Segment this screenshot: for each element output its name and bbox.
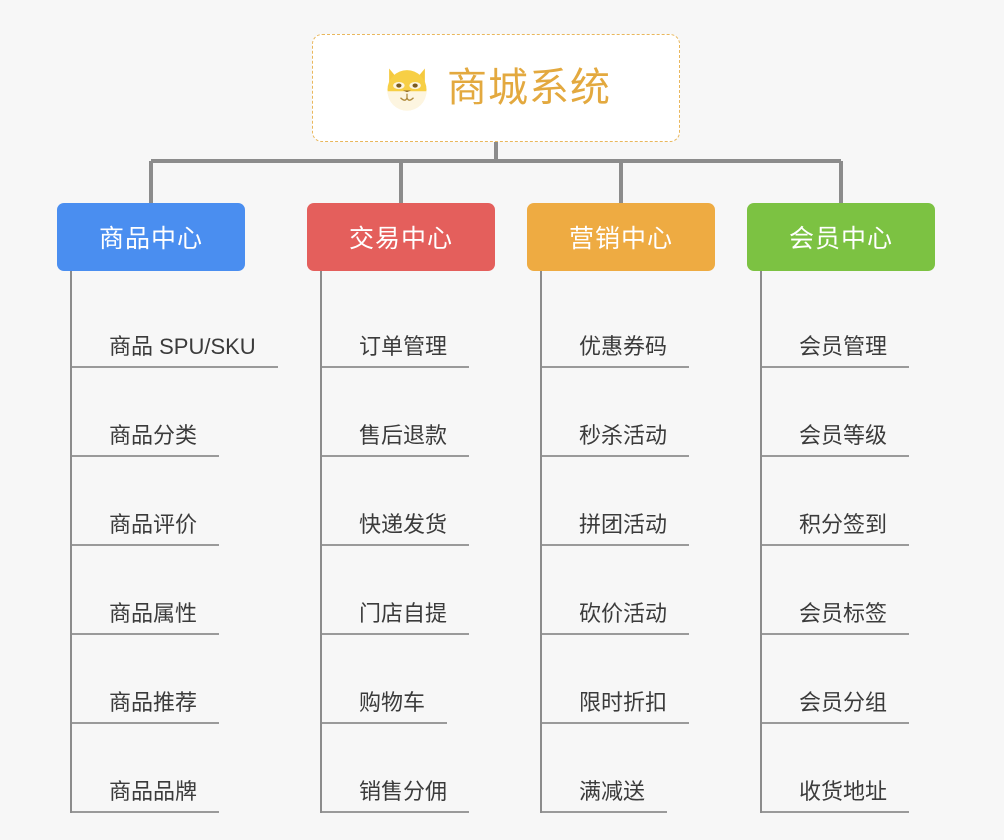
leaf-label: 会员分组 — [762, 689, 910, 724]
leaf-node[interactable]: 收货地址 — [762, 724, 977, 813]
leaf-label: 会员标签 — [762, 600, 910, 635]
leaf-label: 优惠券码 — [542, 333, 690, 368]
leaf-node[interactable]: 会员等级 — [762, 368, 977, 457]
category-header-3[interactable]: 营销中心 — [527, 203, 715, 271]
children-list-3: 优惠券码 秒杀活动 拼团活动 砍价活动 限时折扣 满减送 — [540, 271, 757, 813]
leaf-label: 秒杀活动 — [542, 422, 690, 457]
leaf-node[interactable]: 商品品牌 — [72, 724, 287, 813]
leaf-label: 拼团活动 — [542, 511, 690, 546]
category-header-2[interactable]: 交易中心 — [307, 203, 495, 271]
root-title: 商城系统 — [447, 66, 611, 110]
leaf-node[interactable]: 快递发货 — [322, 457, 537, 546]
branch-column-4: 会员中心 会员管理 会员等级 积分签到 会员标签 会员分组 收货地址 — [747, 203, 977, 813]
leaf-label: 商品评价 — [72, 511, 220, 546]
category-header-4[interactable]: 会员中心 — [747, 203, 935, 271]
shiba-dog-face-icon — [387, 68, 427, 111]
leaf-node[interactable]: 商品分类 — [72, 368, 287, 457]
children-list-1: 商品 SPU/SKU 商品分类 商品评价 商品属性 商品推荐 商品品牌 — [70, 271, 287, 813]
children-list-2: 订单管理 售后退款 快递发货 门店自提 购物车 销售分佣 — [320, 271, 537, 813]
branch-column-3: 营销中心 优惠券码 秒杀活动 拼团活动 砍价活动 限时折扣 满减送 — [527, 203, 757, 813]
leaf-label: 商品属性 — [72, 600, 220, 635]
leaf-node[interactable]: 限时折扣 — [542, 635, 757, 724]
leaf-node[interactable]: 商品属性 — [72, 546, 287, 635]
leaf-node[interactable]: 拼团活动 — [542, 457, 757, 546]
leaf-label: 售后退款 — [322, 422, 470, 457]
leaf-label: 满减送 — [542, 778, 668, 813]
category-header-1[interactable]: 商品中心 — [57, 203, 245, 271]
category-label: 交易中心 — [348, 225, 453, 253]
leaf-node[interactable]: 销售分佣 — [322, 724, 537, 813]
leaf-label: 商品 SPU/SKU — [72, 333, 278, 368]
leaf-label: 商品推荐 — [72, 689, 220, 724]
leaf-node[interactable]: 门店自提 — [322, 546, 537, 635]
leaf-node[interactable]: 订单管理 — [322, 279, 537, 368]
leaf-node[interactable]: 售后退款 — [322, 368, 537, 457]
category-label: 营销中心 — [568, 225, 673, 253]
leaf-node[interactable]: 商品推荐 — [72, 635, 287, 724]
leaf-node[interactable]: 会员标签 — [762, 546, 977, 635]
leaf-label: 订单管理 — [322, 333, 470, 368]
leaf-label: 积分签到 — [762, 511, 910, 546]
leaf-node[interactable]: 商品 SPU/SKU — [72, 279, 287, 368]
leaf-node[interactable]: 满减送 — [542, 724, 757, 813]
leaf-node[interactable]: 商品评价 — [72, 457, 287, 546]
leaf-label: 会员等级 — [762, 422, 910, 457]
root-node[interactable]: 商城系统 — [312, 34, 680, 142]
leaf-node[interactable]: 秒杀活动 — [542, 368, 757, 457]
leaf-label: 购物车 — [322, 689, 448, 724]
leaf-label: 门店自提 — [322, 600, 470, 635]
leaf-label: 商品品牌 — [72, 778, 220, 813]
branch-column-2: 交易中心 订单管理 售后退款 快递发货 门店自提 购物车 销售分佣 — [307, 203, 537, 813]
children-list-4: 会员管理 会员等级 积分签到 会员标签 会员分组 收货地址 — [760, 271, 977, 813]
leaf-label: 限时折扣 — [542, 689, 690, 724]
leaf-node[interactable]: 会员分组 — [762, 635, 977, 724]
leaf-node[interactable]: 会员管理 — [762, 279, 977, 368]
category-label: 会员中心 — [788, 225, 893, 253]
leaf-label: 砍价活动 — [542, 600, 690, 635]
leaf-node[interactable]: 优惠券码 — [542, 279, 757, 368]
leaf-label: 商品分类 — [72, 422, 220, 457]
leaf-label: 快递发货 — [322, 511, 470, 546]
branch-column-1: 商品中心 商品 SPU/SKU 商品分类 商品评价 商品属性 商品推荐 商品品牌 — [57, 203, 287, 813]
leaf-label: 销售分佣 — [322, 778, 470, 813]
leaf-node[interactable]: 砍价活动 — [542, 546, 757, 635]
leaf-label: 会员管理 — [762, 333, 910, 368]
leaf-node[interactable]: 积分签到 — [762, 457, 977, 546]
leaf-node[interactable]: 购物车 — [322, 635, 537, 724]
category-label: 商品中心 — [98, 225, 203, 253]
leaf-label: 收货地址 — [762, 778, 910, 813]
